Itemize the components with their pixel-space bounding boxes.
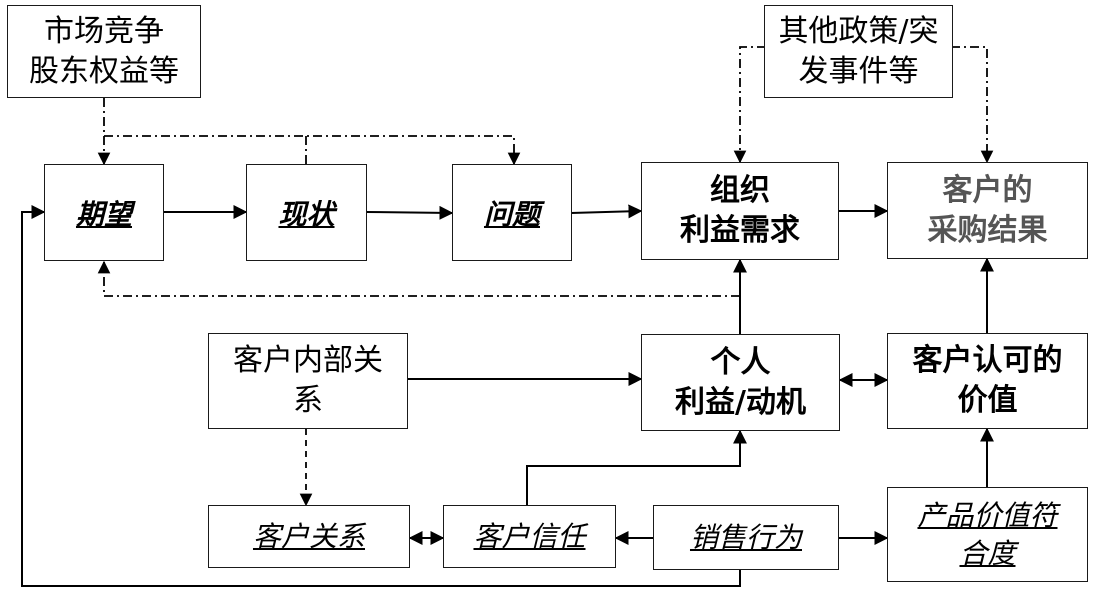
product-fit-box: 产品价值符 合度: [887, 487, 1088, 582]
personal-motive-line-1: 个人: [710, 344, 771, 380]
problem-box: 问题: [452, 164, 572, 261]
status-label: 现状: [278, 197, 335, 231]
org-needs-box: 组织 利益需求: [641, 162, 839, 260]
customer-trust-label: 客户信任: [473, 519, 586, 553]
customer-relation-label: 客户关系: [252, 519, 365, 553]
expectation-box: 期望: [44, 164, 164, 261]
recognized-value-box: 客户认可的 价值: [887, 333, 1088, 429]
recognized-value-line-2: 价值: [957, 383, 1018, 418]
purchase-result-line-1: 客户的: [942, 172, 1033, 208]
org-needs-line-2: 利益需求: [680, 213, 800, 248]
market-line-1: 市场竞争: [44, 13, 164, 49]
purchase-result-box: 客户的 采购结果: [887, 162, 1088, 259]
sales-behavior-box: 销售行为: [653, 505, 839, 570]
internal-relations-line-2: 系: [293, 383, 323, 418]
internal-relations-box: 客户内部关 系: [208, 333, 408, 429]
personal-motive-line-2: 利益/动机: [675, 384, 806, 420]
arrow-problem-to-orgneeds: [570, 204, 643, 219]
policy-line-1: 其他政策/突: [778, 13, 939, 49]
status-box: 现状: [246, 164, 367, 261]
arrow-sales-loop-to-expectation: [21, 205, 741, 587]
market-line-2: 股东权益等: [29, 53, 179, 89]
product-fit-line-2: 合度: [959, 536, 1016, 570]
internal-relations-line-1: 客户内部关: [233, 343, 383, 378]
dashdot-policy-to-result: [951, 46, 994, 164]
purchase-result-line-2: 采购结果: [927, 212, 1048, 248]
arrow-trust-to-personal: [526, 429, 747, 505]
policy-events-box: 其他政策/突 发事件等: [764, 5, 953, 98]
product-fit-line-1: 产品价值符: [917, 498, 1058, 532]
recognized-value-line-1: 客户认可的: [912, 343, 1063, 378]
customer-relation-box: 客户关系: [208, 505, 410, 568]
dashdot-orgneeds-to-expectation: [97, 260, 740, 297]
dashdot-policy-to-orgneeds: [733, 46, 766, 164]
problem-label: 问题: [483, 197, 540, 231]
policy-line-2: 发事件等: [798, 53, 919, 89]
sales-behavior-label: 销售行为: [689, 520, 802, 554]
arrow-status-to-problem: [365, 205, 454, 220]
market-competition-box: 市场竞争 股东权益等: [7, 5, 201, 98]
customer-trust-box: 客户信任: [443, 505, 616, 568]
personal-motive-box: 个人 利益/动机: [641, 334, 840, 431]
org-needs-line-1: 组织: [710, 173, 770, 208]
dashdot-top-to-problem: [104, 135, 521, 166]
expectation-label: 期望: [75, 197, 132, 231]
